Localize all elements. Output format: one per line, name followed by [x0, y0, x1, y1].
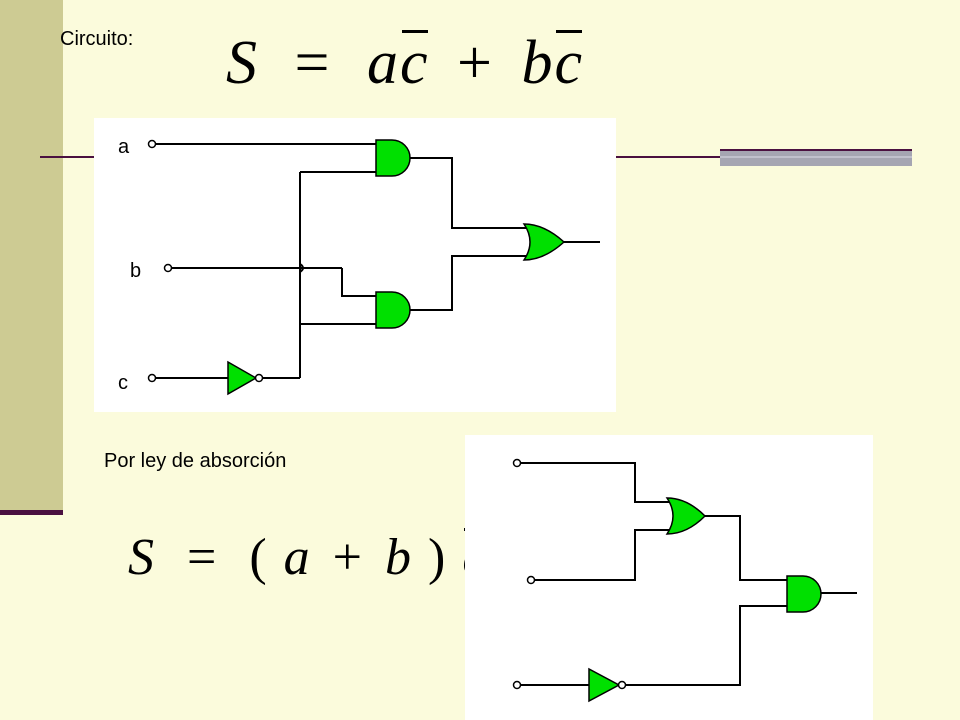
simplified-input-node-a — [512, 458, 522, 468]
original-circuit-diagram: a b c — [118, 136, 600, 396]
simplified-circuit-diagram — [512, 458, 857, 703]
simplified-plus: + — [332, 529, 364, 586]
formula-equals: = — [294, 29, 332, 97]
original-circuit-panel: a b c — [94, 118, 616, 412]
original-circuit-wires — [152, 143, 600, 379]
left-decoration-bar — [0, 0, 63, 512]
simplified-not-gate — [588, 667, 627, 703]
simplified-circuit-wires — [517, 462, 857, 686]
formula-term1-var: a — [366, 29, 400, 97]
absorption-law-label: Por ley de absorción — [104, 450, 287, 472]
formula-term2-negated-var: c — [554, 29, 584, 97]
input-node-b — [163, 263, 173, 273]
simplified-equals: = — [187, 529, 219, 586]
input-label-b: b — [130, 260, 141, 282]
simplified-input-node-c — [512, 680, 522, 690]
not-gate — [227, 360, 264, 396]
simplified-circuit-panel — [465, 435, 873, 720]
and-gate-bottom — [375, 291, 411, 329]
original-formula: S = ac + bc — [226, 28, 584, 99]
formula-lhs: S — [226, 29, 259, 97]
input-node-a — [147, 139, 157, 149]
formula-term1-negated-var: c — [399, 29, 430, 97]
wire-crossover — [299, 263, 304, 273]
left-bar-underline — [0, 510, 63, 515]
input-label-a: a — [118, 136, 130, 158]
simplified-lhs: S — [128, 529, 156, 586]
simplified-or-gate — [665, 497, 707, 535]
input-label-c: c — [118, 372, 128, 394]
and-gate-top — [375, 139, 411, 177]
simplified-open-paren: ( — [249, 529, 269, 586]
or-gate — [522, 223, 566, 261]
formula-plus: + — [457, 29, 494, 97]
title-rule-accent — [720, 149, 912, 166]
simplified-var-b: b — [384, 529, 413, 586]
input-node-c — [147, 373, 157, 383]
formula-term2-var: b — [521, 29, 555, 97]
title-rule-left — [40, 156, 96, 158]
simplified-var-a: a — [283, 529, 312, 586]
simplified-formula: S = ( a + b ) c — [128, 528, 487, 587]
circuit-heading: Circuito: — [60, 28, 134, 50]
simplified-close-paren: ) — [427, 529, 448, 586]
simplified-and-gate — [786, 575, 822, 613]
simplified-input-node-b — [526, 575, 536, 585]
